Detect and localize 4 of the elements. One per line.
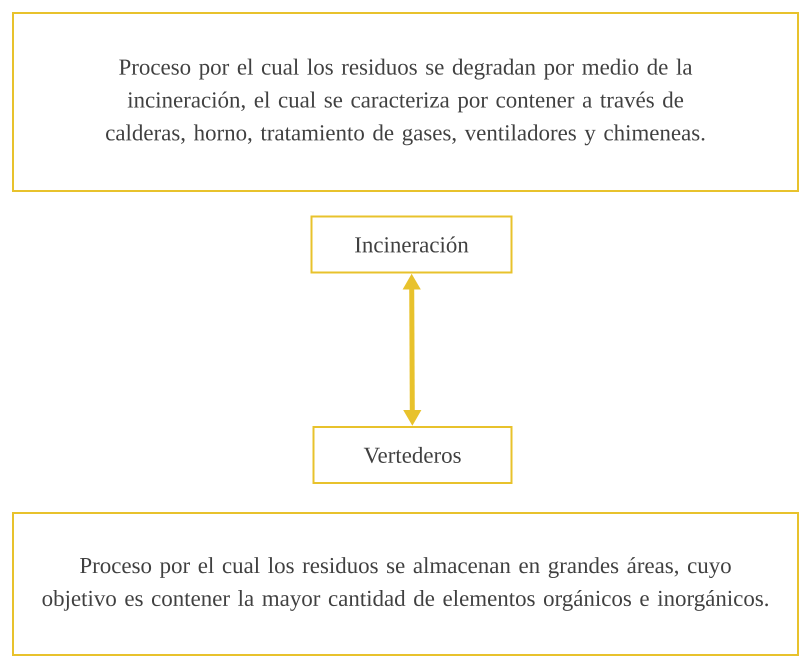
term-box: Vertederos bbox=[312, 426, 512, 484]
description-box: Proceso por el cual los residuos se almacenan en grandes áreas, cuyo objetivo es contener la mayor cantidad de elementos orgánicos e inorgánicos. bbox=[12, 512, 799, 656]
term-box: Incineración bbox=[310, 215, 512, 274]
description-box: Proceso por el cual los residuos se degradan por medio de la incineración, el cual se caracteriza por contener a través de calderas, horno, tratamiento de gases, ventiladores y chimeneas. bbox=[12, 12, 799, 192]
